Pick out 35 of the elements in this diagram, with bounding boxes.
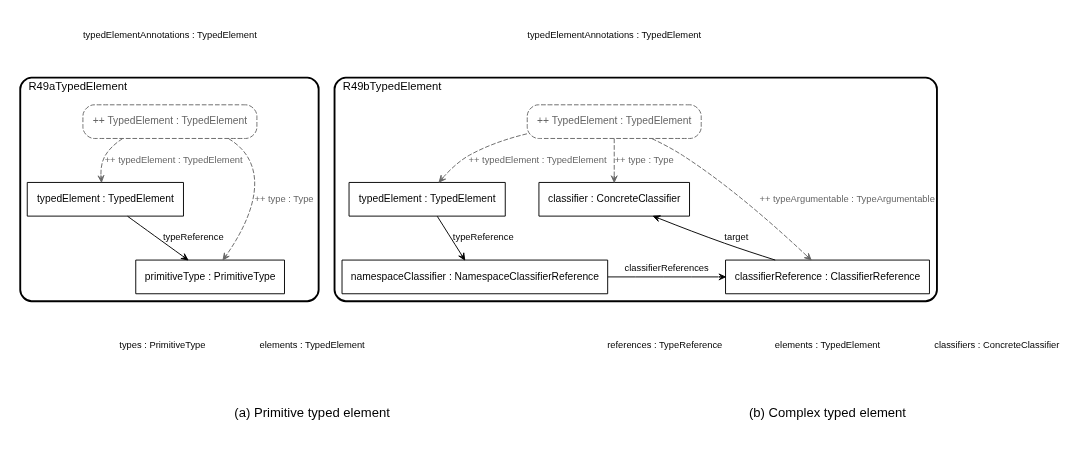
edge-label: ++ type : Type — [614, 154, 674, 165]
arrow — [651, 138, 812, 261]
label: typedElementAnnotations : TypedElement — [82, 29, 257, 40]
arrow — [652, 215, 776, 261]
node-box: classifierReference : ClassifierReference — [725, 259, 930, 295]
arrow — [610, 138, 618, 183]
edge-label: typeReference — [452, 232, 514, 243]
edge-label: typeReference — [162, 232, 224, 243]
edge-label: ++ typedElement : TypedElement — [104, 154, 243, 165]
arrow — [222, 138, 256, 261]
arrow — [607, 273, 726, 281]
edge-label: ++ typeArgumentable : TypeArgumentable — [759, 193, 935, 204]
edge-label: ++ typedElement : TypedElement — [468, 154, 607, 165]
label: references : TypeReference — [607, 339, 723, 350]
node-box: typedElement : TypedElement — [26, 181, 184, 217]
edge-label: classifierReferences — [624, 263, 709, 274]
node-box: primitiveType : PrimitiveType — [135, 259, 285, 295]
node-box: ++ TypedElement : TypedElement — [526, 104, 702, 139]
arrow — [127, 215, 189, 261]
label: classifiers : ConcreteClassifier — [934, 339, 1060, 350]
label: (a) Primitive typed element — [234, 405, 390, 421]
label: types : PrimitiveType — [119, 339, 206, 350]
edge-label: ++ type : Type — [254, 193, 314, 204]
edge-label: target — [724, 232, 749, 243]
label: typedElementAnnotations : TypedElement — [527, 29, 702, 40]
node-box: typedElement : TypedElement — [348, 181, 506, 217]
node-box: ++ TypedElement : TypedElement — [82, 104, 258, 139]
arrow — [97, 138, 123, 183]
arrow — [438, 133, 528, 183]
label: (b) Complex typed element — [748, 405, 907, 421]
label: elements : TypedElement — [774, 339, 881, 350]
node-box: namespaceClassifier : NamespaceClassifierReference — [341, 259, 609, 295]
node-box: classifier : ConcreteClassifier — [538, 181, 690, 217]
arrow — [436, 215, 466, 261]
label: elements : TypedElement — [259, 339, 365, 350]
